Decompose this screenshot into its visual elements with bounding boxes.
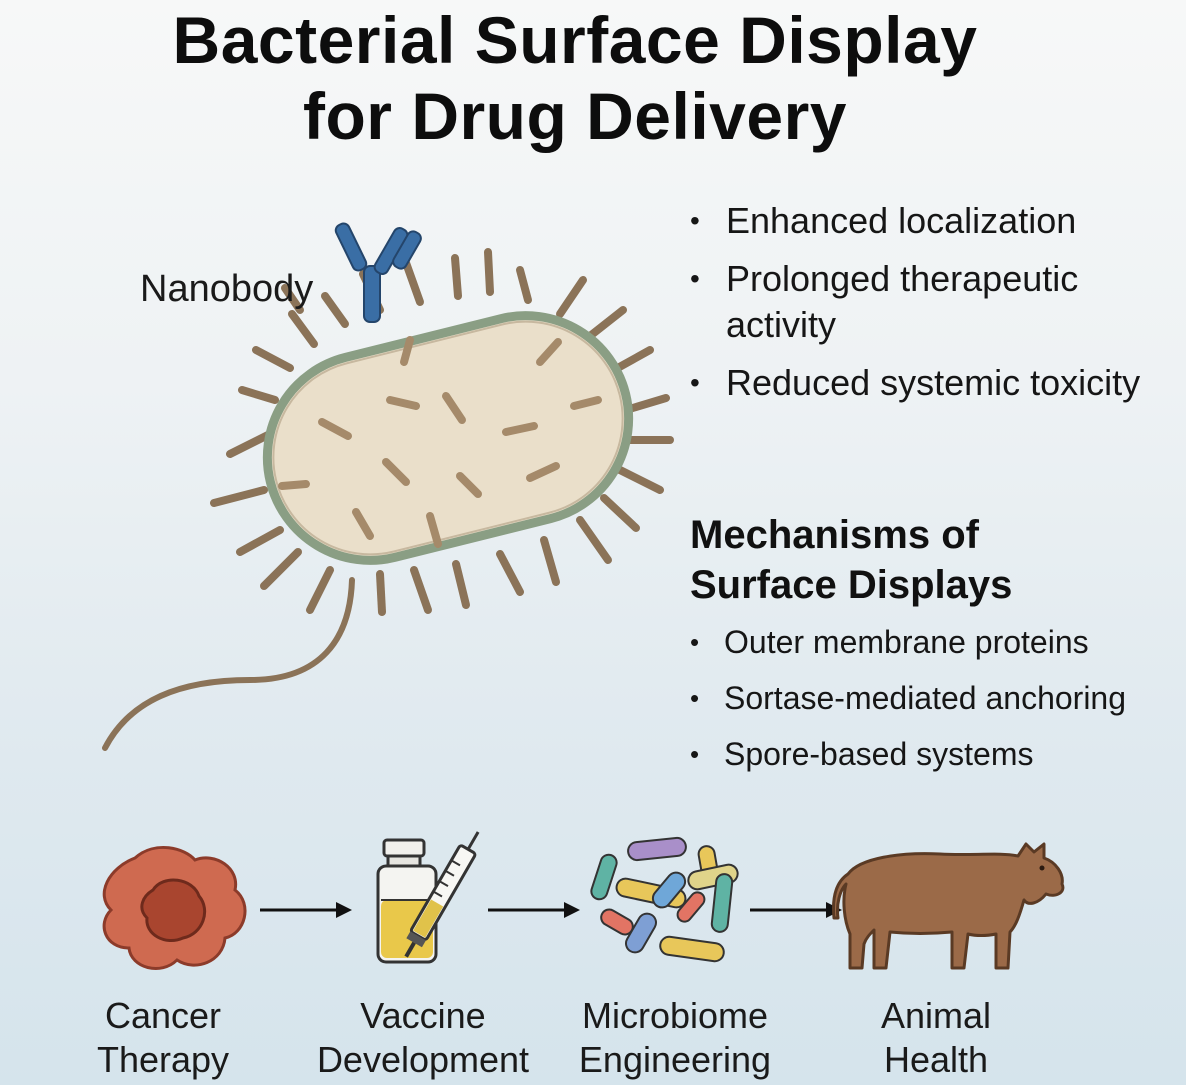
application-label-line-1: Microbiome: [581, 995, 769, 1036]
application-label-line-1: Cancer: [104, 995, 222, 1036]
application-label-line-2: Health: [883, 1039, 989, 1080]
application-label-cancer-therapy: Cancer Therapy: [78, 994, 248, 1082]
application-label-line-2: Engineering: [578, 1039, 772, 1080]
nanobody-label: Nanobody: [140, 268, 314, 310]
application-label-line-2: Therapy: [96, 1039, 230, 1080]
mechanism-item: Outer membrane proteins: [690, 620, 1180, 664]
benefits-list: Enhanced localization Prolonged therapeu…: [690, 198, 1180, 418]
benefit-item: Reduced systemic toxicity: [690, 360, 1180, 406]
mechanism-item: Spore-based systems: [690, 732, 1180, 776]
cow-icon: [832, 842, 1065, 970]
title-line-2: for Drug Delivery: [303, 79, 847, 153]
vaccine-icon: [376, 831, 480, 964]
arrow-right-icon: [260, 902, 352, 918]
application-label-vaccine-development: Vaccine Development: [298, 994, 548, 1082]
bacterium-illustration: [102, 222, 674, 751]
mechanisms-list: Outer membrane proteins Sortase-mediated…: [690, 620, 1180, 788]
cytoplasm-granules: [278, 336, 602, 548]
mechanisms-heading-line-1: Mechanisms of: [690, 513, 979, 557]
application-label-line-1: Vaccine: [360, 995, 486, 1036]
pili: [210, 248, 674, 616]
application-label-animal-health: Animal Health: [846, 994, 1026, 1082]
benefit-item: Enhanced localization: [690, 198, 1180, 244]
application-label-line-1: Animal: [880, 995, 992, 1036]
cancer-cell-icon: [102, 845, 247, 970]
nanobody-icon: [334, 222, 422, 323]
mechanisms-heading: Mechanisms of Surface Displays: [690, 510, 1012, 610]
application-label-microbiome-engineering: Microbiome Engineering: [560, 994, 790, 1082]
mechanisms-heading-line-2: Surface Displays: [690, 563, 1013, 607]
page-title: Bacterial Surface Display for Drug Deliv…: [0, 2, 1150, 154]
application-label-line-2: Development: [316, 1039, 530, 1080]
mechanism-item: Sortase-mediated anchoring: [690, 676, 1180, 720]
title-line-1: Bacterial Surface Display: [172, 3, 978, 77]
cell-wall: [262, 311, 634, 565]
arrow-right-icon: [488, 902, 580, 918]
flagellum: [102, 577, 355, 751]
benefit-item: Prolonged therapeutic activity: [690, 256, 1180, 348]
microbiome-icon: [590, 836, 739, 963]
